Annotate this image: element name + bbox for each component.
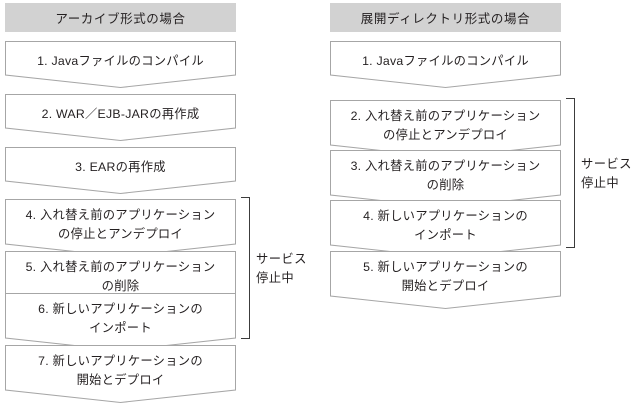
service-stop-label-exploded: サービス 停止中 — [581, 157, 632, 190]
step-archive-7: 7. 新しいアプリケーションの 開始とデプロイ — [5, 345, 236, 404]
service-stop-bracket-exploded — [566, 98, 575, 248]
column-header-exploded-directory-format: 展開ディレクトリ形式の場合 — [330, 3, 561, 32]
chevron-shape-icon — [5, 94, 236, 142]
chevron-shape-icon — [5, 199, 236, 258]
chevron-shape-icon — [330, 200, 561, 259]
step-exploded-1: 1. Javaファイルのコンパイル — [330, 41, 561, 89]
step-archive-2: 2. WAR／EJB-JARの再作成 — [5, 94, 236, 142]
column-header-archive-format: アーカイブ形式の場合 — [5, 3, 236, 32]
step-archive-3: 3. EARの再作成 — [5, 147, 236, 195]
chevron-shape-icon — [5, 345, 236, 404]
service-stop-bracket-archive — [241, 197, 250, 339]
step-exploded-4: 4. 新しいアプリケーションの インポート — [330, 200, 561, 259]
chevron-shape-icon — [5, 41, 236, 89]
chevron-shape-icon — [330, 41, 561, 89]
column-exploded-directory-format: 展開ディレクトリ形式の場合 1. Javaファイルのコンパイル 2. 入れ替え前… — [330, 0, 640, 404]
step-archive-6: 6. 新しいアプリケーションの インポート — [5, 293, 236, 352]
step-archive-4: 4. 入れ替え前のアプリケーション の停止とアンデプロイ — [5, 199, 236, 258]
chevron-shape-icon — [5, 147, 236, 195]
step-archive-1: 1. Javaファイルのコンパイル — [5, 41, 236, 89]
chevron-shape-icon — [5, 293, 236, 352]
column-archive-format: アーカイブ形式の場合 1. Javaファイルのコンパイル 2. WAR／EJB-… — [5, 0, 305, 404]
service-stop-label-archive: サービス 停止中 — [256, 252, 307, 285]
step-exploded-5: 5. 新しいアプリケーションの 開始とデプロイ — [330, 251, 561, 310]
chevron-shape-icon — [330, 251, 561, 310]
